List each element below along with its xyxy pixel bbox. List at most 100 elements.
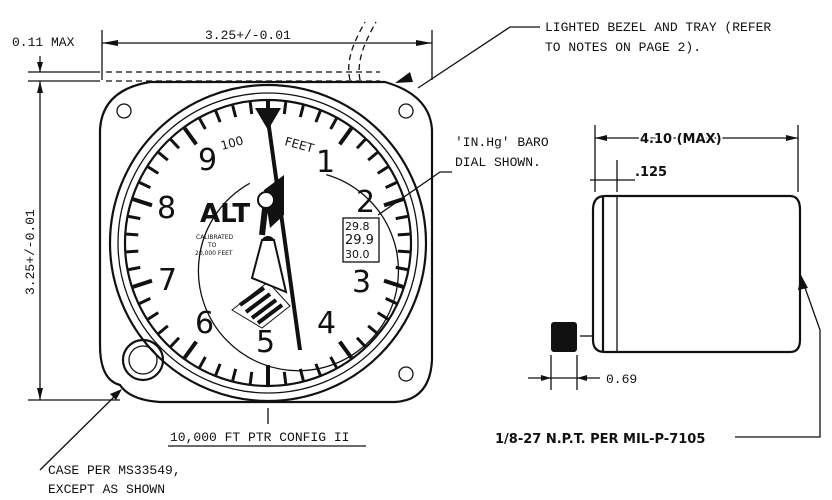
numeral-8: 8 bbox=[157, 191, 176, 226]
dial-tick bbox=[132, 197, 153, 208]
dial-tick bbox=[355, 336, 367, 348]
npt-leader bbox=[735, 281, 821, 438]
bezel-offset-dimension: 0.11 MAX bbox=[12, 35, 380, 82]
case-leader bbox=[39, 392, 119, 471]
dial-tick bbox=[298, 105, 305, 118]
dial-tick bbox=[376, 165, 389, 175]
bezel-leader bbox=[417, 26, 540, 89]
unit-multiplier: 100 bbox=[219, 133, 245, 152]
dial-tick bbox=[329, 117, 338, 130]
left-height-label: 3.25+/-0.01 bbox=[23, 209, 38, 295]
side-view: 4.10 (MAX) .125 0.69 1/8-27 N.P.T. PER M… bbox=[495, 125, 821, 447]
pointers bbox=[250, 120, 302, 350]
dial-face bbox=[123, 98, 413, 388]
calibration-text: CALIBRATED bbox=[196, 234, 234, 241]
case-callout: EXCEPT AS SHOWN bbox=[48, 482, 165, 497]
dial-tick bbox=[147, 311, 160, 321]
config-label: 10,000 FT PTR CONFIG II bbox=[170, 430, 349, 445]
baro-callout: 'IN.Hg' BARO bbox=[455, 135, 549, 150]
bezel-callout: TO NOTES ON PAGE 2). bbox=[545, 40, 701, 55]
dial-tick bbox=[248, 371, 254, 385]
instrument-case bbox=[98, 80, 434, 404]
low-altitude-flag bbox=[231, 281, 291, 329]
dial-tick bbox=[182, 340, 198, 360]
dial-tick bbox=[231, 368, 238, 381]
dial-tick bbox=[182, 126, 198, 146]
baro-callout: DIAL SHOWN. bbox=[455, 155, 541, 170]
mount-hole bbox=[398, 103, 414, 119]
inner-dial-window bbox=[197, 174, 399, 372]
baro-window: 29.8 29.9 30.0 bbox=[342, 217, 380, 263]
dial-tick bbox=[231, 105, 238, 118]
dial-tick bbox=[395, 214, 408, 221]
dial-tick bbox=[198, 117, 207, 130]
wire-harness bbox=[348, 21, 377, 81]
case-callout: CASE PER MS33549, bbox=[48, 463, 181, 478]
dial-tick bbox=[132, 278, 153, 289]
calibration-text: 20,000 FEET bbox=[195, 250, 233, 257]
dial-tick bbox=[384, 181, 398, 190]
dial-tick bbox=[397, 232, 410, 237]
bezel-ring bbox=[108, 83, 428, 403]
dial-tick bbox=[367, 151, 379, 162]
dial-tick bbox=[126, 249, 139, 254]
baro-leader bbox=[377, 171, 452, 216]
dial-title: ALT bbox=[200, 199, 250, 229]
numeral-5: 5 bbox=[256, 325, 275, 360]
dial-tick bbox=[198, 356, 207, 369]
numeral-7: 7 bbox=[158, 263, 177, 298]
long-pointer bbox=[266, 120, 302, 350]
dial-tick bbox=[157, 151, 169, 162]
adjust-knob-side bbox=[551, 322, 577, 352]
dial-tick bbox=[355, 138, 367, 150]
dial-tick bbox=[128, 214, 141, 221]
dial-tick bbox=[314, 363, 322, 376]
dial-tick bbox=[248, 101, 254, 115]
dial-tick bbox=[384, 296, 398, 305]
zero-index bbox=[255, 108, 281, 130]
dial-tick bbox=[138, 181, 152, 190]
depth-label: 4.10 (MAX) bbox=[640, 132, 722, 147]
dial-tick bbox=[128, 265, 141, 272]
dial-tick bbox=[397, 249, 410, 254]
dial-tick bbox=[383, 278, 404, 289]
numeral-1: 1 bbox=[316, 145, 335, 180]
baro-value: 29.8 bbox=[345, 220, 370, 233]
baro-value: 29.9 bbox=[345, 233, 374, 248]
calibration-text: TO bbox=[207, 242, 217, 249]
npt-callout: 1/8-27 N.P.T. PER MIL-P-7105 bbox=[495, 432, 705, 447]
dial-tick bbox=[169, 336, 181, 348]
dial-tick bbox=[126, 232, 139, 237]
knob-label: 0.69 bbox=[606, 372, 637, 387]
mount-hole bbox=[116, 103, 132, 119]
top-width-dimension: 3.25+/-0.01 bbox=[101, 28, 433, 80]
dial-tick bbox=[282, 101, 288, 115]
bezel-offset-label: 0.11 MAX bbox=[12, 35, 75, 50]
dial-tick bbox=[338, 340, 354, 360]
dial-tick bbox=[338, 126, 354, 146]
dial-numerals: 1 2 3 4 5 6 7 8 9 bbox=[157, 143, 375, 360]
case-side bbox=[591, 194, 802, 354]
dial-tick bbox=[395, 265, 408, 272]
dial-tick bbox=[157, 324, 169, 335]
numeral-2: 2 bbox=[356, 185, 375, 220]
dial-tick bbox=[314, 110, 322, 123]
dial-ticks bbox=[126, 101, 410, 385]
numeral-3: 3 bbox=[352, 265, 371, 300]
dial-tick bbox=[329, 356, 338, 369]
dial-tick bbox=[169, 138, 181, 150]
top-width-label: 3.25+/-0.01 bbox=[205, 28, 291, 43]
flange-label: .125 bbox=[635, 165, 667, 180]
baro-value: 30.0 bbox=[345, 248, 370, 261]
numeral-9: 9 bbox=[198, 143, 217, 178]
dial-tick bbox=[367, 324, 379, 335]
mount-hole bbox=[398, 366, 414, 382]
dial-tick bbox=[214, 110, 222, 123]
numeral-6: 6 bbox=[195, 306, 214, 341]
dial-tick bbox=[138, 296, 152, 305]
left-height-dimension: 3.25+/-0.01 bbox=[23, 81, 120, 401]
unit-label: FEET bbox=[283, 134, 316, 155]
numeral-4: 4 bbox=[317, 306, 336, 341]
dial-tick bbox=[147, 165, 160, 175]
